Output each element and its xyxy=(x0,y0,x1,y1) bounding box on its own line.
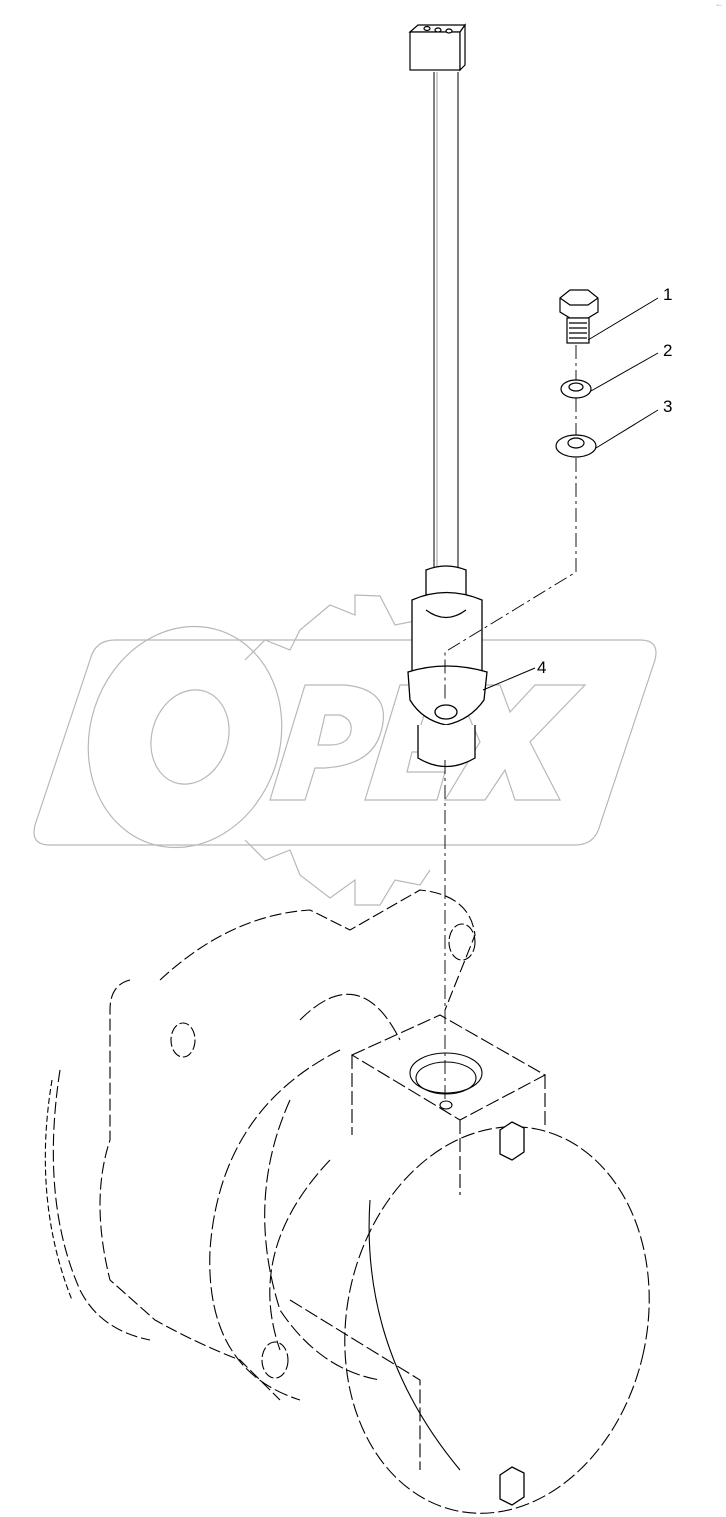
leader-lines xyxy=(482,297,659,691)
callout-3[interactable]: 3 xyxy=(663,397,672,416)
callout-1[interactable]: 1 xyxy=(663,285,672,304)
flat-washer xyxy=(555,434,597,458)
bolt xyxy=(559,289,599,344)
callouts: 1 2 3 4 xyxy=(537,285,672,677)
spring-washer xyxy=(560,379,592,399)
opex-watermark xyxy=(33,594,657,906)
assembly-lines xyxy=(444,345,577,1100)
callout-4[interactable]: 4 xyxy=(537,658,546,677)
housing xyxy=(44,889,650,1514)
connector xyxy=(408,23,467,72)
sensor-body xyxy=(407,565,488,768)
cable xyxy=(433,72,459,568)
corner-mark: •— xyxy=(716,2,722,7)
callout-2[interactable]: 2 xyxy=(663,341,672,360)
